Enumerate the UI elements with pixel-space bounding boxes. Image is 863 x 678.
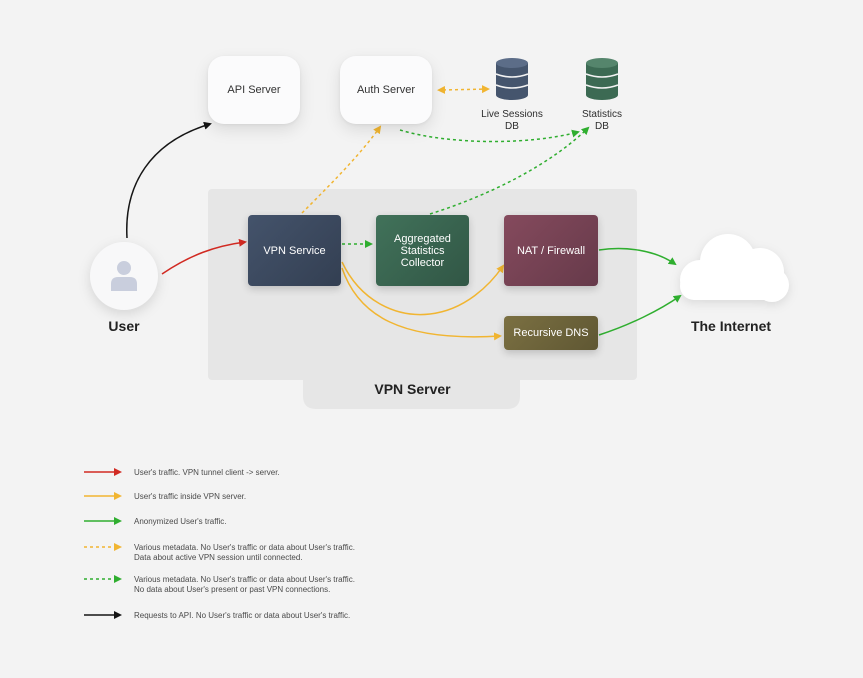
api-server-label: API Server: [227, 84, 281, 96]
auth-server-label: Auth Server: [356, 84, 416, 96]
recursive-dns-label: Recursive DNS: [513, 327, 589, 339]
legend-text: User's traffic. VPN tunnel client -> ser…: [134, 468, 280, 477]
legend-item-green-dotted: Various metadata. No User's traffic or d…: [84, 575, 364, 595]
nat-firewall-node: NAT / Firewall: [504, 215, 598, 286]
legend-item-black-solid: Requests to API. No User's traffic or da…: [84, 611, 364, 621]
legend-text: Various metadata. No User's traffic or d…: [134, 543, 355, 562]
api-server-node: API Server: [208, 56, 300, 124]
legend-text: Anonymized User's traffic.: [134, 517, 227, 526]
recursive-dns-node: Recursive DNS: [504, 316, 598, 350]
arrow-nat-to-internet: [598, 247, 677, 266]
vpn-service-node: VPN Service: [248, 215, 341, 286]
legend-text: Various metadata. No User's traffic or d…: [134, 575, 355, 594]
vpn-service-label: VPN Service: [263, 244, 326, 257]
cloud-icon: [680, 234, 789, 302]
arrow-dns-to-internet: [598, 294, 682, 336]
statistics-db-label: Statistics DB: [581, 109, 622, 132]
arrow-vpn-service-to-auth-server: [301, 125, 382, 214]
legend-item-green-solid: Anonymized User's traffic.: [84, 517, 364, 527]
arrow-user-to-api-server: [126, 121, 212, 239]
auth-server-node: Auth Server: [340, 56, 432, 124]
legend-item-yellow-dotted: Various metadata. No User's traffic or d…: [84, 543, 364, 563]
live-sessions-db-icon: [495, 58, 529, 100]
internet-label: The Internet: [690, 318, 772, 334]
user-label: User: [108, 318, 140, 334]
arrow-user-to-vpn-service: [161, 238, 247, 275]
legend-text: User's traffic inside VPN server.: [134, 492, 247, 501]
arrow-auth-server-to-statistics-db: [399, 129, 580, 143]
stats-collector-node: Aggregated Statistics Collector: [376, 215, 469, 286]
arrow-auth-server-live-sessions-db: [437, 85, 490, 94]
user-avatar: [90, 242, 158, 310]
live-sessions-db-label: Live Sessions DB: [481, 109, 543, 132]
legend-item-yellow-solid: User's traffic inside VPN server.: [84, 492, 364, 502]
vpn-server-label: VPN Server: [374, 381, 451, 397]
arrow-vpn-service-to-nat: [341, 261, 505, 316]
user-head-icon: [117, 261, 131, 275]
statistics-db-icon: [585, 58, 619, 100]
legend-text: Requests to API. No User's traffic or da…: [134, 611, 351, 620]
arrow-vpn-service-to-dns: [341, 267, 502, 341]
legend-item-red-solid: User's traffic. VPN tunnel client -> ser…: [84, 468, 364, 478]
nat-firewall-label: NAT / Firewall: [516, 244, 586, 257]
